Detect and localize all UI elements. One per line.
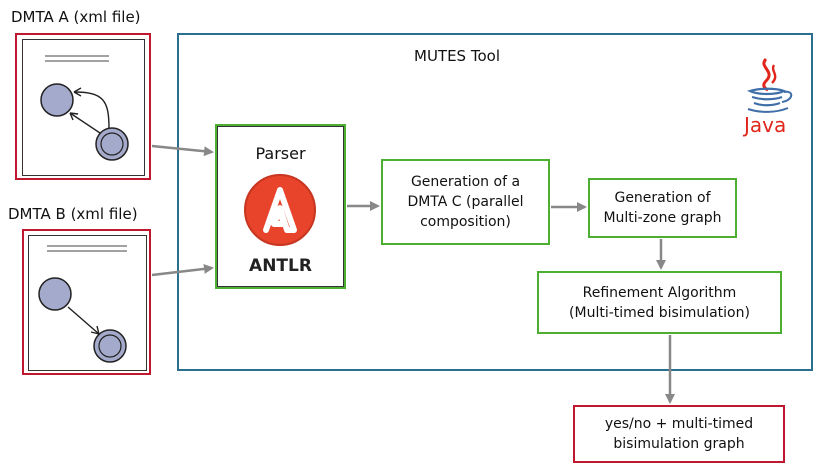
parser-inner-frame xyxy=(217,126,344,287)
dmta-b-label: DMTA B (xml file) xyxy=(8,205,138,223)
arrow-b-to-parser xyxy=(151,263,214,277)
dmta-a-automaton xyxy=(22,39,145,176)
state-initial xyxy=(38,277,72,311)
generation-dmta-c-box: Generation of a DMTA C (parallel composi… xyxy=(381,159,550,245)
generation-dmta-c-line3: composition) xyxy=(420,214,511,230)
dmta-a-file xyxy=(15,33,151,180)
multizone-line1: Generation of xyxy=(614,190,711,206)
dmta-b-automaton xyxy=(28,235,147,371)
java-text: Java xyxy=(744,113,787,137)
antlr-icon xyxy=(244,174,316,246)
java-logo: Java xyxy=(742,55,802,137)
transition-straight xyxy=(69,112,101,134)
output-line1: yes/no + multi-timed xyxy=(604,416,754,432)
mutes-tool-title: MUTES Tool xyxy=(414,47,500,65)
mutes-tool-frame xyxy=(177,33,813,371)
parser-box: Parser ANTLR xyxy=(215,124,346,289)
antlr-text: ANTLR xyxy=(249,256,312,276)
refinement-line2: (Multi-timed bisimulation) xyxy=(569,304,750,321)
output-line2: bisimulation graph xyxy=(613,436,745,452)
parser-title: Parser xyxy=(255,144,306,163)
refinement-line1: Refinement Algorithm xyxy=(582,284,737,301)
transition-straight-head xyxy=(69,112,79,121)
dmta-a-label: DMTA A (xml file) xyxy=(11,8,141,26)
dmta-a-graph xyxy=(40,55,129,161)
dmta-b-graph xyxy=(38,245,127,363)
antlr-logo xyxy=(244,174,316,246)
state-initial xyxy=(40,83,74,117)
multizone-line2: Multi-zone graph xyxy=(603,210,722,226)
transition-curve-head xyxy=(73,87,82,97)
dmta-b-file xyxy=(22,229,151,375)
multizone-graph-box: Generation of Multi-zone graph xyxy=(588,178,737,238)
java-cup-icon xyxy=(747,57,793,113)
arrow-a-to-parser xyxy=(151,144,214,157)
output-box: yes/no + multi-timed bisimulation graph xyxy=(573,405,785,463)
generation-dmta-c-line2: DMTA C (parallel xyxy=(407,194,524,210)
transition-curve xyxy=(73,91,110,129)
state-final-inner xyxy=(98,334,122,358)
transition-straight xyxy=(67,306,100,335)
refinement-algorithm-box: Refinement Algorithm (Multi-timed bisimu… xyxy=(537,271,782,334)
transition-straight-head xyxy=(90,325,100,335)
generation-dmta-c-line1: Generation of a xyxy=(410,174,521,190)
state-final-inner xyxy=(100,132,124,156)
